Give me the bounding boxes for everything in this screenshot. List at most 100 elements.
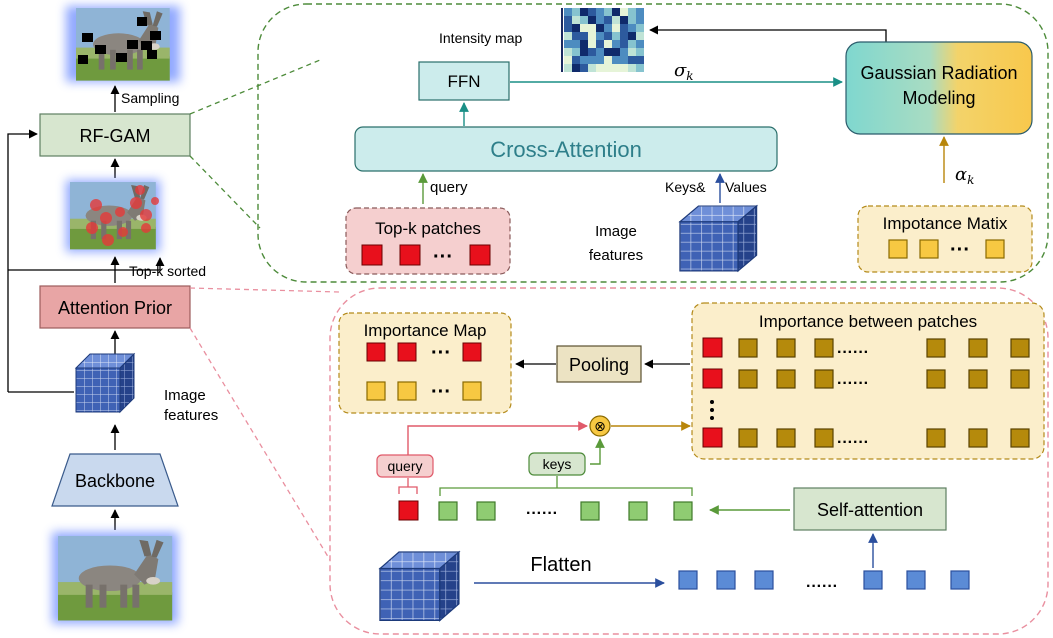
heatmap-cell — [580, 56, 588, 64]
heatmap-cell — [628, 8, 636, 16]
heatmap-cell — [636, 32, 644, 40]
keys-bracket — [439, 487, 693, 496]
pooling-label: Pooling — [569, 355, 629, 375]
map-gold-patch-3 — [462, 381, 482, 401]
heatmap-cell — [604, 56, 612, 64]
heatmap-cell — [588, 8, 596, 16]
heatmap-cell — [628, 16, 636, 24]
query-tag-label: query — [387, 458, 422, 474]
heatmap-cell — [596, 64, 604, 72]
key-token — [580, 501, 600, 521]
map-red-patch-2 — [397, 342, 417, 362]
self-attention-label: Self-attention — [817, 500, 923, 520]
heatmap-cell — [580, 16, 588, 24]
sigma-symbol: σ — [674, 60, 687, 81]
query-bracket — [398, 486, 418, 494]
matrix-score-patch — [814, 428, 834, 448]
key-token — [476, 501, 496, 521]
flattened-token — [950, 570, 970, 590]
heatmap-cell — [564, 32, 572, 40]
zoom-line-top-1 — [189, 59, 321, 115]
heatmap-cell — [596, 32, 604, 40]
importance-ellipsis: ··· — [950, 239, 970, 261]
heatmap-cell — [612, 24, 620, 32]
heatmap-cell — [612, 48, 620, 56]
heatmap-cell — [572, 40, 580, 48]
matrix-query-patch — [702, 368, 723, 389]
bypass-arrow-rf-gam — [7, 129, 38, 392]
keys-tag — [528, 452, 586, 476]
alpha-sub: k — [967, 173, 974, 187]
heatmap-cell — [572, 48, 580, 56]
feature-cube-left — [75, 353, 135, 413]
heatmap-cell — [564, 64, 572, 72]
heatmap-cell — [612, 32, 620, 40]
heatmap-cell — [596, 48, 604, 56]
key-token — [628, 501, 648, 521]
map-red-patch-3 — [462, 342, 482, 362]
multiply-node — [589, 415, 611, 437]
matrix-score-patch — [776, 369, 796, 389]
map-red-patch-1 — [366, 342, 386, 362]
flattened-token — [678, 570, 698, 590]
ffn-box — [418, 61, 510, 101]
importance-matrix-grid — [702, 337, 1030, 448]
keys-tag-label: keys — [543, 456, 572, 472]
key-token — [673, 501, 693, 521]
image-features-left-2: features — [164, 407, 218, 424]
heatmap-cell — [636, 8, 644, 16]
flattened-token — [906, 570, 926, 590]
heatmap-cell — [612, 56, 620, 64]
heatmap-cell — [596, 56, 604, 64]
flattened-token — [716, 570, 736, 590]
heatmap-cell — [612, 40, 620, 48]
gaussian-radiation-box — [845, 41, 1033, 135]
heatmap-cell — [604, 8, 612, 16]
heatmap-cell — [588, 40, 596, 48]
intensity-map-label: Intensity map — [439, 30, 522, 46]
cross-attention-label: Cross-Attention — [490, 137, 642, 162]
matrix-query-patch — [702, 427, 723, 448]
matrix-dots-row2: ······ — [837, 375, 869, 392]
image-features-top-1: Image — [595, 223, 637, 240]
matrix-score-patch — [926, 369, 946, 389]
keys-to-multiply-arrow — [590, 438, 605, 465]
heatmap-cell — [620, 24, 628, 32]
heatmap-cell — [580, 8, 588, 16]
map-gold-ellipsis: ··· — [431, 381, 451, 403]
heatmap-cell — [596, 8, 604, 16]
heatmap-cell — [604, 24, 612, 32]
query-token — [398, 500, 419, 521]
heatmap-cell — [564, 40, 572, 48]
heatmap-cell — [604, 32, 612, 40]
heatmap-cell — [628, 56, 636, 64]
heatmap-cell — [604, 64, 612, 72]
heatmap-cell — [620, 8, 628, 16]
backbone-box — [51, 453, 179, 507]
topk-patch-2 — [399, 244, 421, 266]
sigma-sub: k — [686, 69, 693, 83]
matrix-score-patch — [968, 428, 988, 448]
heatmap-cell — [588, 64, 596, 72]
rf-gam-box — [39, 113, 191, 157]
gaussian-label-1: Gaussian Radiation — [860, 63, 1017, 83]
heatmap-cell — [612, 8, 620, 16]
heatmap-cell — [564, 16, 572, 24]
heatmap-cell — [564, 24, 572, 32]
heatmap-cell — [604, 48, 612, 56]
donkey-image — [52, 532, 178, 624]
matrix-dots-row3: ······ — [837, 434, 869, 451]
keys-label-top: Keys& — [665, 179, 706, 195]
heatmap-cell — [636, 64, 644, 72]
map-gold-patch-2 — [397, 381, 417, 401]
heatmap-cell — [572, 32, 580, 40]
heatmap-cell — [604, 16, 612, 24]
image-features-left-1: Image — [164, 387, 206, 404]
heatmap-cell — [636, 24, 644, 32]
map-red-ellipsis: ··· — [431, 342, 451, 364]
query-to-multiply-arrow — [407, 421, 588, 455]
heatmap-cell — [572, 16, 580, 24]
alpha-symbol: α — [955, 164, 967, 185]
matrix-dots-row1: ······ — [837, 344, 869, 361]
key-tokens — [438, 501, 693, 521]
